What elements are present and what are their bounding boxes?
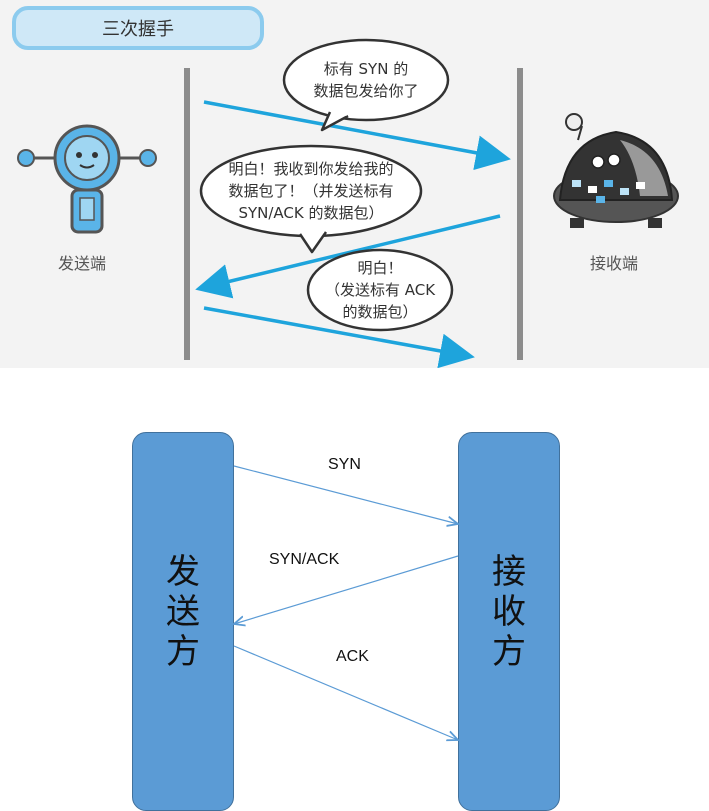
ack-label: ACK xyxy=(336,648,369,665)
bubble-3-text: 明白！ （发送标有 ACK 的数据包） xyxy=(324,259,436,321)
ack-arrow xyxy=(203,306,475,368)
illustration-graphics xyxy=(17,38,679,368)
speech-bubble-2 xyxy=(199,144,423,254)
bubble-1-text: 标有 SYN 的 数据包发给你了 xyxy=(313,60,419,100)
receiver-side-label: 接收方 xyxy=(492,552,526,672)
sender-side-label: 发送方 xyxy=(166,552,200,672)
sender-bar xyxy=(132,432,234,811)
syn-message-arrow xyxy=(233,465,458,524)
syn-arrow xyxy=(203,100,511,171)
synack-message-arrow xyxy=(234,555,459,624)
sender-end-label: 发送端 xyxy=(58,254,107,273)
handshake-title: 三次握手 xyxy=(12,6,264,50)
speech-bubble-3 xyxy=(306,248,454,332)
receiver-bar xyxy=(458,432,560,811)
receiver-robot-icon xyxy=(553,113,679,228)
ack-message-arrow xyxy=(233,645,458,740)
synack-label: SYN/ACK xyxy=(269,551,340,568)
speech-bubble-1 xyxy=(282,38,450,132)
syn-label: SYN xyxy=(328,456,361,473)
sender-robot-icon xyxy=(17,124,157,234)
receiver-end-label: 接收端 xyxy=(590,254,639,273)
bubble-2-text: 明白！我收到你发给我的 数据包了！（并发送标有 SYN/ACK 的数据包） xyxy=(228,160,394,222)
